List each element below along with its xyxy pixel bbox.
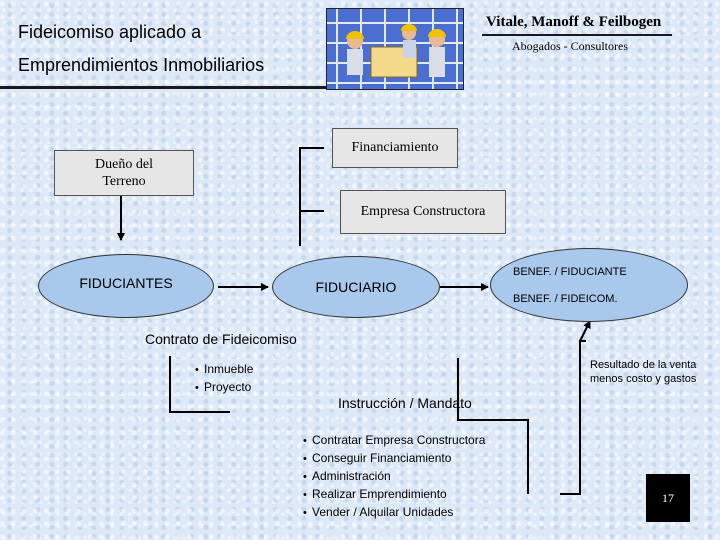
contract-label: Contrato de Fideicomiso — [145, 331, 297, 347]
bracket-financing — [300, 148, 324, 246]
instruction-label: Instrucción / Mandato — [338, 395, 472, 411]
list-item: Administración — [303, 468, 485, 486]
page-number-badge: 17 — [646, 474, 690, 522]
owner-box: Dueño del Terreno — [54, 150, 194, 196]
arrow-result-line — [560, 341, 586, 494]
list-item: Proyecto — [195, 379, 253, 397]
instruction-list: Contratar Empresa Constructora Conseguir… — [303, 432, 485, 522]
list-item: Vender / Alquilar Unidades — [303, 504, 485, 522]
fiduciantes-ellipse: FIDUCIANTES — [38, 254, 214, 318]
list-item: Inmueble — [195, 361, 253, 379]
fiduciantes-label: FIDUCIANTES — [39, 275, 213, 291]
builder-box: Empresa Constructora — [340, 190, 506, 234]
financing-box: Financiamiento — [332, 128, 458, 168]
arrow-result-to-beneficiaries — [580, 321, 590, 341]
contract-list: Inmueble Proyecto — [195, 361, 253, 397]
fiduciario-ellipse: FIDUCIARIO — [272, 256, 440, 318]
beneficiaries-ellipse: BENEF. / FIDUCIANTE BENEF. / FIDEICOM. — [490, 248, 688, 322]
fiduciario-label: FIDUCIARIO — [273, 279, 439, 295]
benef-fideicom-label: BENEF. / FIDEICOM. — [513, 293, 618, 305]
list-item: Realizar Emprendimiento — [303, 486, 485, 504]
list-item: Contratar Empresa Constructora — [303, 432, 485, 450]
result-note: Resultado de la venta menos costo y gast… — [590, 358, 712, 386]
benef-fiduciante-label: BENEF. / FIDUCIANTE — [513, 266, 627, 278]
list-item: Conseguir Financiamiento — [303, 450, 485, 468]
